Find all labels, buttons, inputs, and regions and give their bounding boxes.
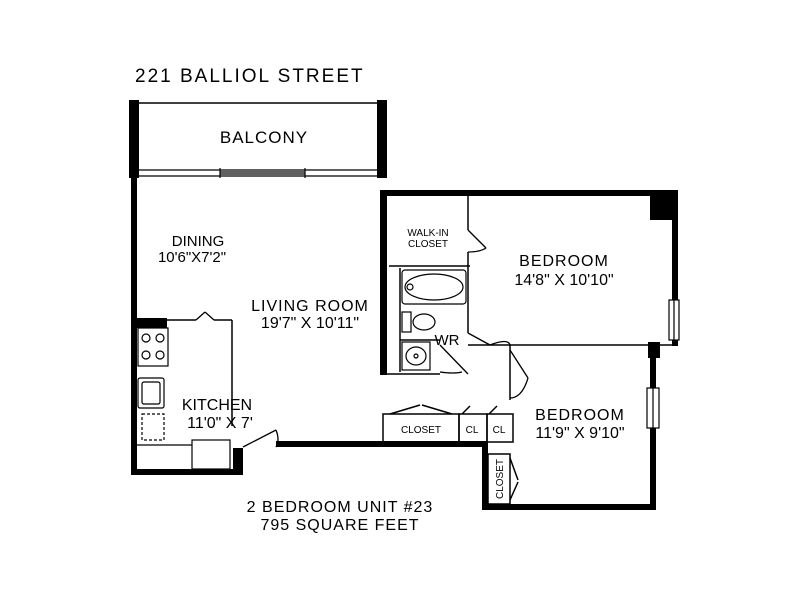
- unit-description: 2 BEDROOM UNIT #23: [247, 499, 434, 516]
- walls: [129, 100, 678, 510]
- plan-title: 221 BALLIOL STREET: [135, 66, 365, 87]
- bedroom-1-label: BEDROOM: [519, 253, 609, 270]
- kitchen-fixtures: [137, 327, 231, 470]
- bathroom-fixtures: [401, 269, 467, 371]
- bedroom-1-size: 14'8" X 10'10": [514, 272, 613, 289]
- closet-strip: [382, 404, 519, 505]
- bedroom-2-size: 11'9" X 9'10": [535, 425, 624, 442]
- walk-in-closet-label-line2: CLOSET: [408, 239, 448, 250]
- dining-size: 10'6"X7'2": [158, 249, 226, 266]
- labels: 221 BALLIOL STREET BALCONY DINING 10'6"X…: [135, 66, 625, 534]
- living-room-size: 19'7" X 10'11": [261, 315, 359, 332]
- hall-closet-label: CLOSET: [401, 425, 441, 436]
- windows: [646, 299, 680, 429]
- bedroom-2-closet-label: CLOSET: [495, 459, 506, 499]
- sliding-door: [139, 168, 377, 178]
- kitchen-size: 11'0" X 7': [187, 415, 253, 432]
- closet-1-label: CL: [466, 425, 479, 436]
- kitchen-label: KITCHEN: [182, 397, 252, 414]
- unit-area: 795 SQUARE FEET: [260, 517, 419, 534]
- bedroom-2-label: BEDROOM: [535, 407, 625, 424]
- closet-2-label: CL: [493, 425, 506, 436]
- balcony-label: BALCONY: [220, 128, 308, 147]
- dining-label: DINING: [172, 233, 225, 250]
- door-swings: [195, 229, 529, 448]
- thin-walls: [139, 102, 678, 426]
- living-room-label: LIVING ROOM: [251, 298, 369, 315]
- washroom-label: WR: [435, 332, 460, 349]
- walk-in-closet-label-line1: WALK-IN: [407, 228, 448, 239]
